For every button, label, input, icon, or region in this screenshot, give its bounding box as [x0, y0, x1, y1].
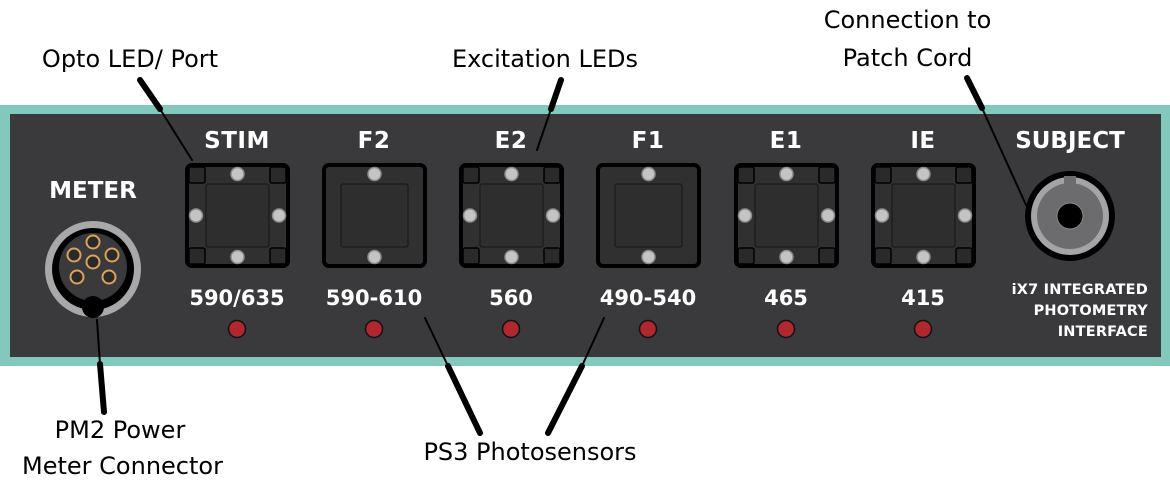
- device-name: iX7 INTEGRATED PHOTOMETRY INTERFACE: [972, 280, 1148, 343]
- ie-port-icon: [871, 163, 976, 268]
- callout-connection-line-1: Connection to: [823, 6, 992, 34]
- e2-port-icon: [459, 163, 564, 268]
- wavelength-e2: 560: [489, 286, 533, 310]
- device-name-line-1: iX7 INTEGRATED: [1011, 282, 1148, 298]
- callout-pm2-line-1: PM2 Power: [54, 416, 186, 444]
- port-label-ie: IE: [910, 128, 936, 154]
- meter-label: METER: [49, 178, 137, 204]
- subject-connector-icon: [1025, 171, 1115, 261]
- f1-port-icon: [596, 163, 701, 268]
- wavelength-e1: 465: [764, 286, 808, 310]
- device-name-line-2: PHOTOMETRY: [1033, 303, 1148, 319]
- port-label-e1: E1: [769, 128, 803, 154]
- subject-label: SUBJECT: [1015, 128, 1125, 154]
- callout-connection-line-2: Patch Cord: [842, 44, 973, 72]
- f2-port-icon: [322, 163, 427, 268]
- callout-pm2-line-2: Meter Connector: [22, 452, 223, 480]
- port-label-stim: STIM: [204, 128, 270, 154]
- wavelength-f2: 590-610: [325, 286, 423, 310]
- port-label-f1: F1: [631, 128, 665, 154]
- port-label-f2: F2: [357, 128, 391, 154]
- wavelength-stim: 590/635: [189, 286, 285, 310]
- device-name-line-3: INTERFACE: [1057, 324, 1148, 340]
- wavelength-f1: 490-540: [599, 286, 697, 310]
- callout-excitation-leds: Excitation LEDs: [451, 45, 639, 73]
- callout-ps3-photosensors: PS3 Photosensors: [423, 438, 637, 466]
- stim-port-icon: [185, 163, 290, 268]
- meter-connector-icon: [45, 221, 141, 318]
- port-label-e2: E2: [494, 128, 528, 154]
- wavelength-ie: 415: [901, 286, 945, 310]
- e1-port-icon: [734, 163, 839, 268]
- callout-opto-led-port: Opto LED/ Port: [41, 45, 219, 73]
